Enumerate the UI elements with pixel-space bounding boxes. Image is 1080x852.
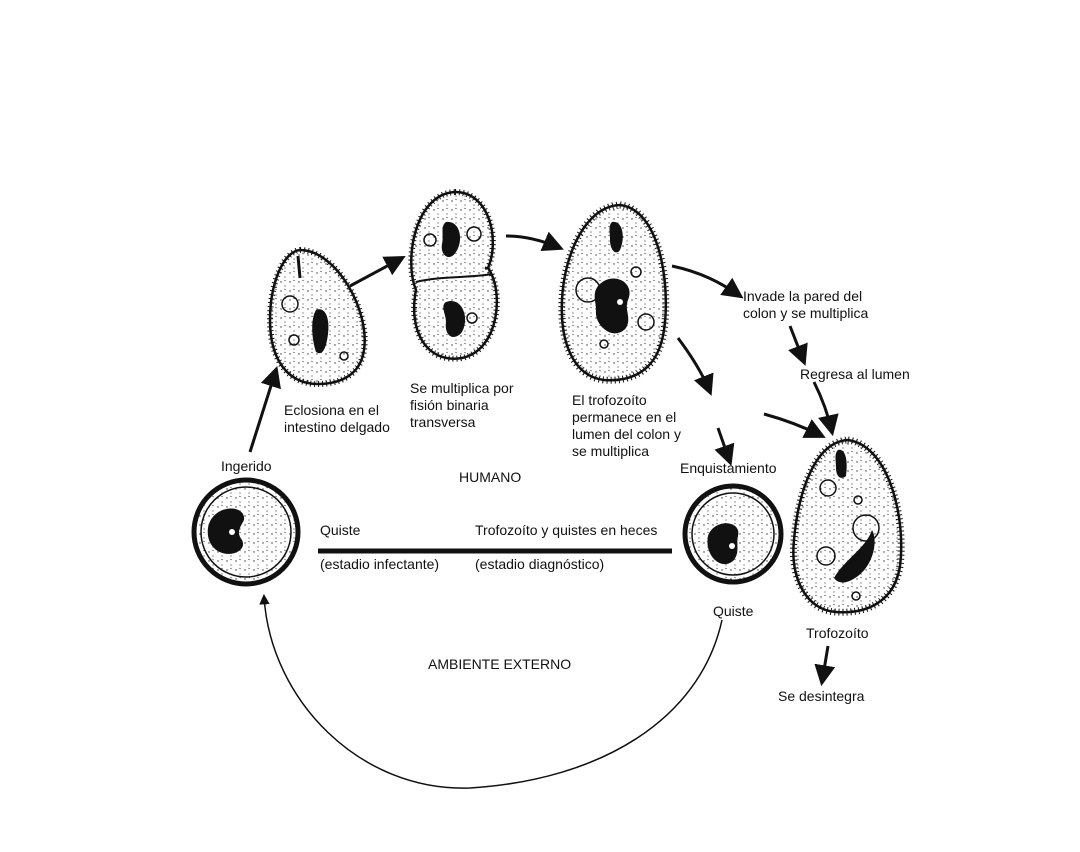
label-feces: Trofozoíto y quistes en heces	[475, 522, 658, 538]
label-external: AMBIENTE EXTERNO	[428, 656, 572, 672]
label-cyst-right: Quiste	[713, 603, 754, 619]
trophozoite-right-icon	[789, 436, 905, 616]
label-diagnostic: (estadio diagnóstico)	[475, 556, 605, 572]
label-disintegrates: Se desintegra	[778, 688, 865, 704]
dividing-trophozoite-icon	[408, 188, 500, 362]
cyst-right-icon	[682, 483, 784, 585]
cyst-left-icon	[191, 477, 301, 587]
label-ingested: Ingerido	[221, 458, 272, 474]
hatching-trophozoite-icon	[266, 246, 368, 388]
lumen-trophozoite-icon	[558, 201, 670, 384]
label-infective: (estadio infectante)	[320, 556, 440, 572]
arrow-icon	[248, 231, 839, 687]
label-return-lumen: Regresa al lumen	[800, 366, 910, 382]
return-to-host-arrow-icon	[259, 593, 723, 789]
label-encyst: Enquistamiento	[680, 460, 777, 476]
label-cyst-left: Quiste	[320, 522, 361, 538]
label-trophozoite: Trofozoíto	[806, 625, 869, 641]
label-human: HUMANO	[459, 469, 522, 485]
